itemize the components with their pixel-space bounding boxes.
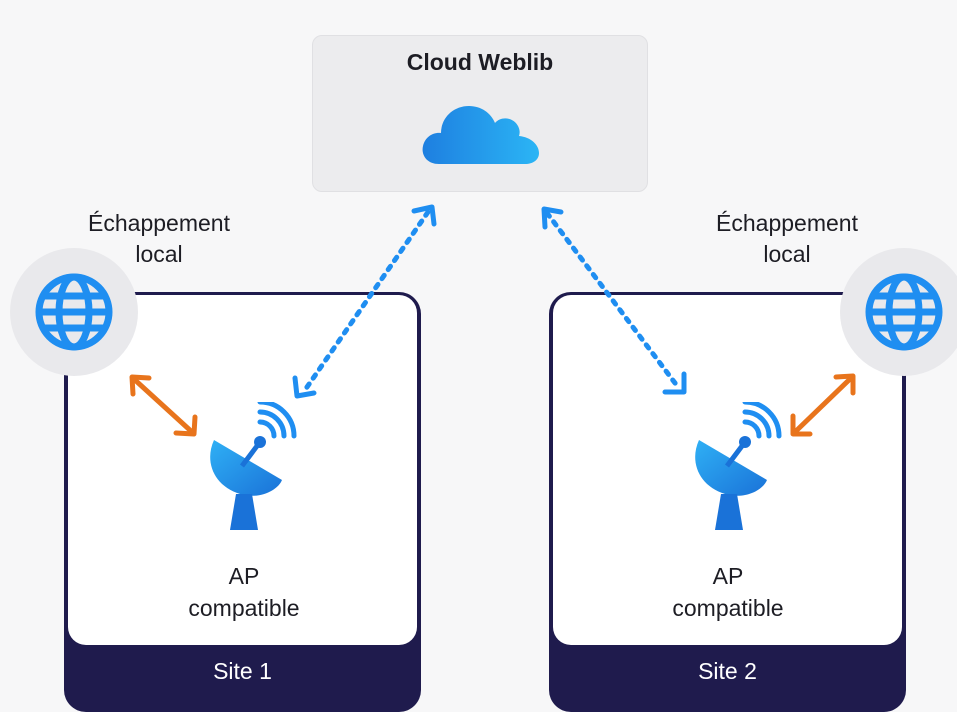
local-breakout-label-2-line1: Échappement bbox=[716, 210, 858, 236]
ap-label-2-line1: AP bbox=[712, 563, 744, 589]
cloud-icon bbox=[422, 106, 539, 164]
ap-label-1-line2: compatible bbox=[188, 595, 300, 621]
local-breakout-label-2-line2: local bbox=[763, 241, 811, 267]
globe-icon bbox=[35, 273, 113, 351]
local-breakout-label-1-line1: Échappement bbox=[88, 210, 230, 236]
local-breakout-link-2 bbox=[790, 373, 856, 437]
cloud-box: Cloud Weblib bbox=[312, 35, 648, 192]
local-breakout-label-1-line2: local bbox=[135, 241, 183, 267]
satellite-dish-icon bbox=[695, 402, 782, 530]
ap-label-1-line1: AP bbox=[228, 563, 260, 589]
globe-badge-2 bbox=[840, 248, 957, 376]
network-diagram: Cloud Weblib Site 1 Site 2 Échappement l… bbox=[10, 35, 957, 712]
cloud-link-2 bbox=[541, 206, 687, 395]
connections-layer bbox=[129, 204, 856, 437]
local-breakout-label-1: Échappement local bbox=[49, 208, 269, 270]
globe-icon bbox=[865, 273, 943, 351]
site-2-frame: Site 2 bbox=[549, 292, 906, 712]
ap-label-2: AP compatible bbox=[618, 560, 838, 624]
site-2-label: Site 2 bbox=[698, 658, 757, 684]
cloud-title: Cloud Weblib bbox=[406, 49, 554, 75]
local-breakout-link-1 bbox=[129, 374, 198, 437]
ap-label-1: AP compatible bbox=[134, 560, 354, 624]
local-breakout-label-2: Échappement local bbox=[677, 208, 897, 270]
cloud-link-1 bbox=[292, 204, 437, 399]
site-1-label: Site 1 bbox=[213, 658, 272, 684]
ap-label-2-line2: compatible bbox=[672, 595, 784, 621]
globe-badge-1 bbox=[10, 248, 138, 376]
satellite-dish-icon bbox=[210, 402, 297, 530]
